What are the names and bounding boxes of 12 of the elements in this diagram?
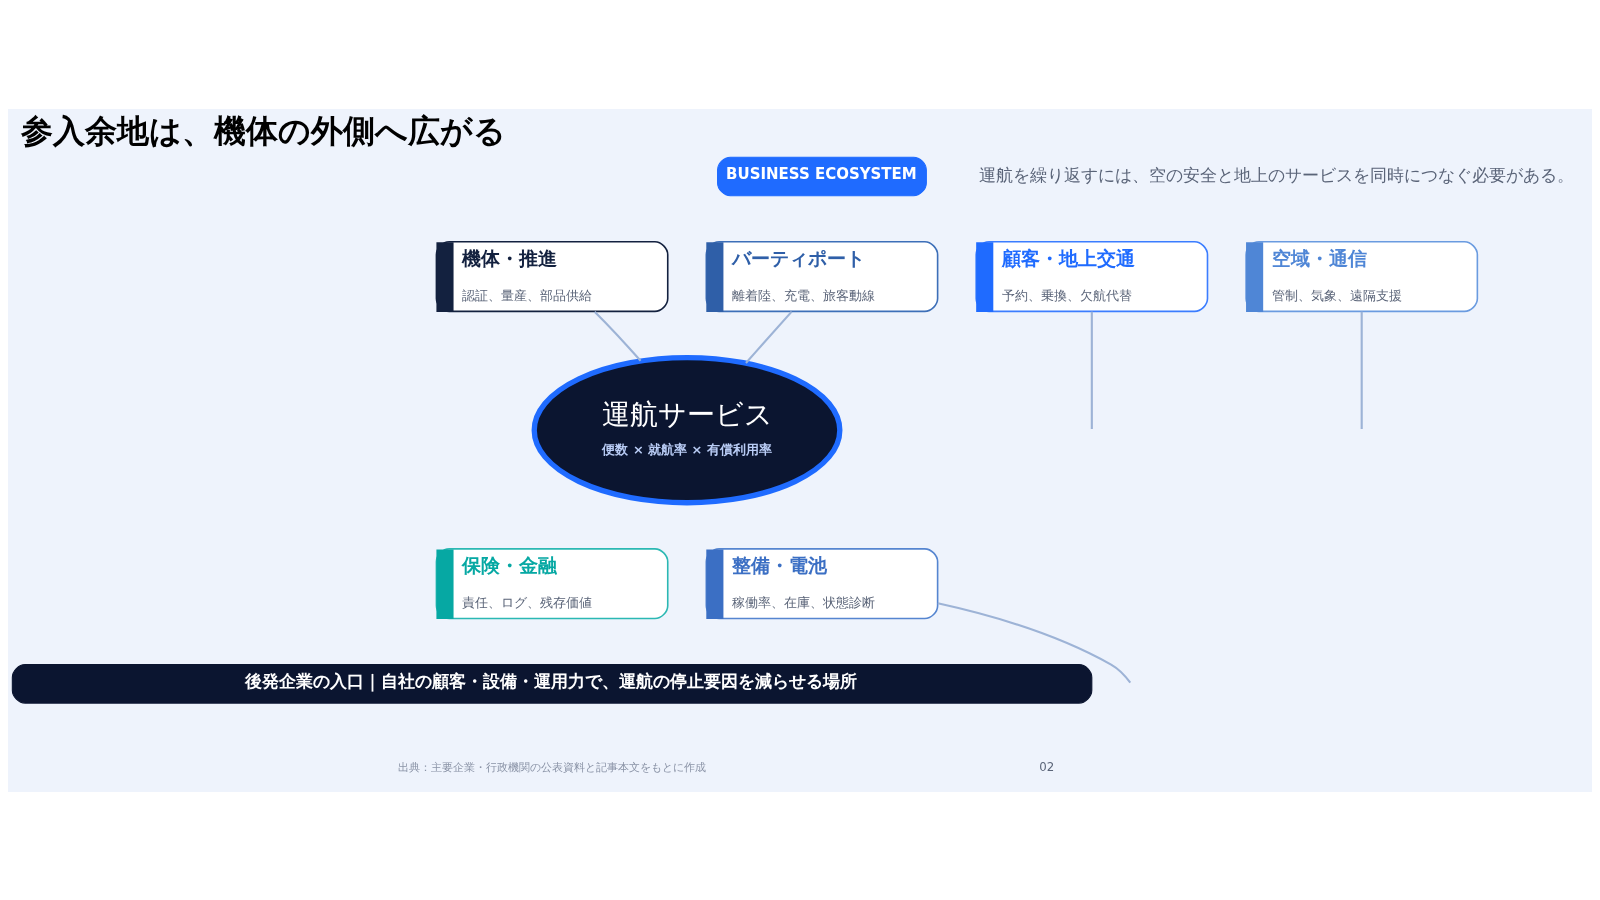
diagram-title: 参入余地は、機体の外側へ広がる — [20, 111, 506, 150]
connector — [1360, 311, 1363, 429]
connector — [1090, 311, 1093, 429]
connector — [745, 310, 793, 364]
connector — [937, 601, 1132, 683]
label: 02 — [1039, 759, 1055, 774]
label: 運航を繰り返すには、空の安全と地上のサービスを同時につなぐ必要がある。 — [978, 164, 1574, 185]
connector — [593, 310, 642, 361]
node-box: BUSINESS ECOSYSTEM — [717, 156, 927, 196]
label: 出典：主要企業・行政機関の公表資料と記事本文をもとに作成 — [398, 760, 707, 774]
node-ellipse: 運航サービス 便数 × 就航率 × 有償利用率 — [531, 354, 843, 505]
node-box: 後発企業の入口｜自社の顧客・設備・運用力で、運航の停止要因を減らせる場所 — [11, 663, 1093, 704]
